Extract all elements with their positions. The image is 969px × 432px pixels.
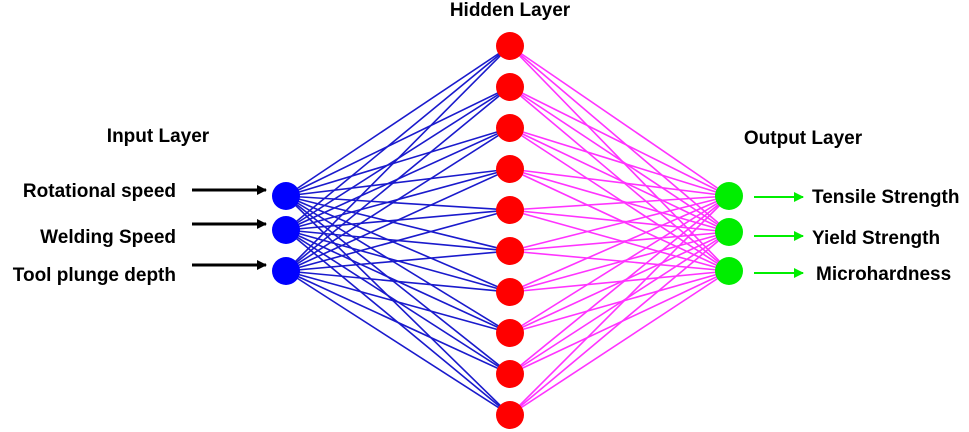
hidden-node-9 (496, 360, 524, 388)
connection-input-3-hidden-1 (285, 45, 511, 272)
hidden-node-7 (496, 278, 524, 306)
connection-input-1-hidden-8 (285, 195, 511, 334)
connection-hidden-6-output-3 (509, 250, 730, 272)
connection-input-3-hidden-3 (285, 127, 511, 272)
input-hidden-connections (285, 45, 511, 416)
connection-input-2-hidden-1 (285, 45, 511, 231)
connection-hidden-8-output-2 (509, 231, 730, 334)
connection-input-1-hidden-3 (285, 127, 511, 197)
connection-input-3-hidden-10 (285, 270, 511, 416)
connection-hidden-1-output-3 (509, 45, 730, 272)
connection-input-1-hidden-4 (285, 168, 511, 197)
hidden-layer-title: Hidden Layer (450, 0, 571, 21)
connection-hidden-10-output-3 (509, 270, 730, 416)
input-label-tool-plunge-depth: Tool plunge depth (13, 265, 176, 286)
connection-hidden-5-output-2 (509, 209, 730, 233)
hidden-node-10 (496, 401, 524, 429)
hidden-node-5 (496, 196, 524, 224)
connection-input-1-hidden-10 (285, 195, 511, 416)
connection-hidden-8-output-3 (509, 270, 730, 334)
output-layer-title: Output Layer (744, 128, 863, 149)
connection-hidden-8-output-1 (509, 195, 730, 334)
connection-hidden-4-output-3 (509, 168, 730, 272)
output-node-1 (715, 182, 743, 210)
connection-input-3-hidden-8 (285, 270, 511, 334)
output-label-microhardness: Microhardness (816, 264, 951, 285)
connection-input-3-hidden-6 (285, 250, 511, 272)
input-label-rotational-speed: Rotational speed (23, 181, 176, 202)
hidden-node-1 (496, 32, 524, 60)
connection-input-3-hidden-9 (285, 270, 511, 375)
output-label-yield-strength: Yield Strength (812, 228, 940, 249)
connection-input-3-hidden-7 (285, 270, 511, 293)
connection-input-1-hidden-2 (285, 86, 511, 197)
connection-hidden-6-output-2 (509, 231, 730, 252)
network-nodes (272, 32, 743, 429)
connection-hidden-6-output-1 (509, 195, 730, 252)
connection-hidden-4-output-1 (509, 168, 730, 197)
hidden-output-connections (509, 45, 730, 416)
connection-hidden-9-output-2 (509, 231, 730, 375)
hidden-node-3 (496, 114, 524, 142)
connection-hidden-3-output-3 (509, 127, 730, 272)
input-node-2 (272, 216, 300, 244)
connection-input-3-hidden-5 (285, 209, 511, 272)
hidden-node-4 (496, 155, 524, 183)
connection-hidden-10-output-1 (509, 195, 730, 416)
connection-input-1-hidden-7 (285, 195, 511, 293)
connection-hidden-5-output-1 (509, 195, 730, 211)
input-node-1 (272, 182, 300, 210)
hidden-node-6 (496, 237, 524, 265)
connection-hidden-4-output-2 (509, 168, 730, 233)
connection-input-3-hidden-2 (285, 86, 511, 272)
connection-hidden-10-output-2 (509, 231, 730, 416)
connection-hidden-7-output-2 (509, 231, 730, 293)
connection-hidden-3-output-2 (509, 127, 730, 233)
connection-hidden-2-output-1 (509, 86, 730, 197)
connection-input-1-hidden-9 (285, 195, 511, 375)
connection-hidden-5-output-3 (509, 209, 730, 272)
connection-hidden-7-output-3 (509, 270, 730, 293)
io-arrows (192, 185, 804, 278)
connection-input-1-hidden-1 (285, 45, 511, 197)
output-node-3 (715, 257, 743, 285)
output-label-tensile-strength: Tensile Strength (812, 187, 959, 208)
hidden-node-8 (496, 319, 524, 347)
hidden-node-2 (496, 73, 524, 101)
connection-input-3-hidden-4 (285, 168, 511, 272)
input-node-3 (272, 257, 300, 285)
connection-hidden-2-output-2 (509, 86, 730, 233)
output-node-2 (715, 218, 743, 246)
connection-hidden-2-output-3 (509, 86, 730, 272)
connection-hidden-1-output-1 (509, 45, 730, 197)
connection-hidden-3-output-1 (509, 127, 730, 197)
input-layer-title: Input Layer (107, 126, 210, 147)
connection-hidden-7-output-1 (509, 195, 730, 293)
connection-input-1-hidden-6 (285, 195, 511, 252)
connection-hidden-9-output-1 (509, 195, 730, 375)
input-label-welding-speed: Welding Speed (40, 227, 176, 248)
connection-hidden-1-output-2 (509, 45, 730, 233)
